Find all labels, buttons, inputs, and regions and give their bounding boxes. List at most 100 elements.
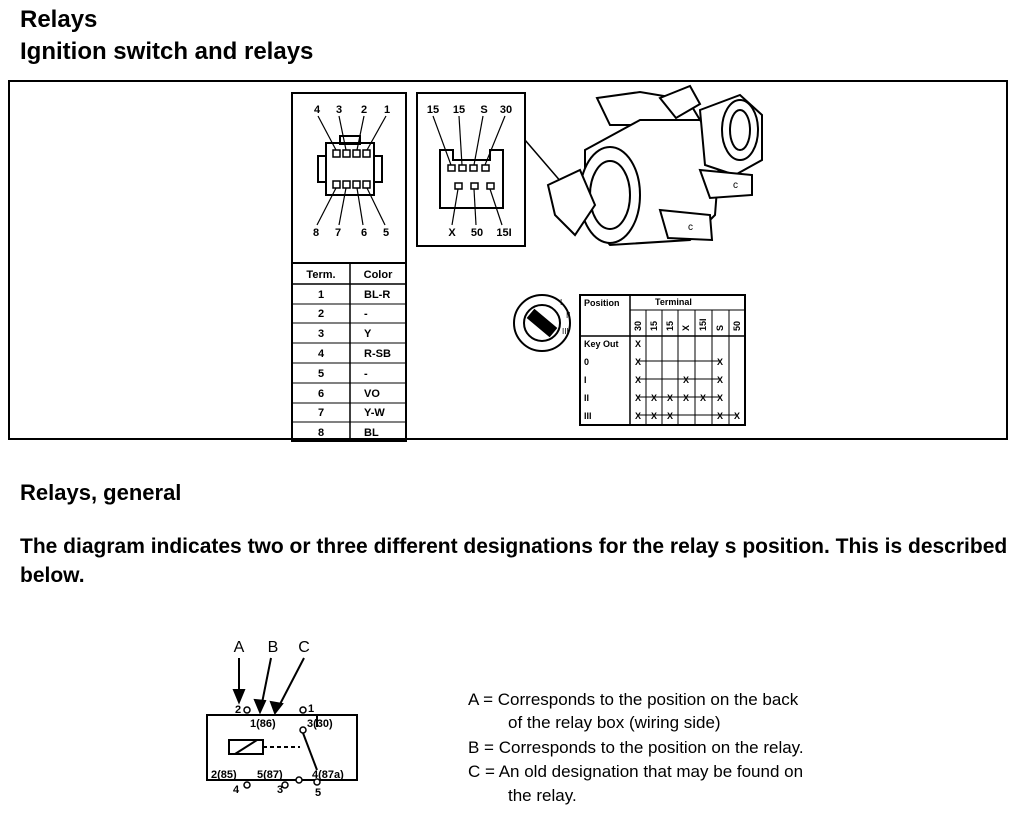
switch-pin-label: 15I (496, 227, 511, 239)
terminal-label: 2(85) (211, 769, 237, 781)
key-lock-icon: I II III (513, 294, 571, 352)
table-cell-color: Y (364, 328, 372, 340)
legend-c-line2: the relay. (508, 786, 577, 805)
svg-text:c: c (688, 222, 693, 233)
switch-pin-label: 15 (427, 104, 439, 116)
position-mark: X (635, 339, 641, 349)
position-mark: X (651, 393, 657, 403)
terminal-header: Terminal (655, 297, 692, 307)
table-cell-term: 4 (318, 348, 325, 360)
position-mark: X (734, 411, 740, 421)
terminal-color-table (291, 262, 407, 442)
position-mark: X (683, 393, 689, 403)
position-mark: X (717, 393, 723, 403)
pin-label: 7 (335, 227, 341, 239)
switch-connector-drawing: 15 15 S 30 X 50 15I (427, 104, 512, 239)
table-cell-color: R-SB (364, 348, 391, 360)
terminal-label: 5 (315, 787, 321, 799)
position-row-label: Key Out (584, 339, 619, 349)
position-mark: X (717, 411, 723, 421)
position-mark: X (667, 393, 673, 403)
terminal-column-label: X (681, 325, 691, 331)
pin-label: 6 (361, 227, 367, 239)
table-cell-color: - (364, 368, 368, 380)
legend-c-line1: C = An old designation that may be found… (468, 762, 804, 781)
switch-pin-label: S (480, 104, 487, 116)
position-header: Position (584, 298, 620, 308)
terminal-label: 3(30) (307, 718, 333, 730)
terminal-label: 4 (233, 784, 240, 796)
legend-a-line2: of the relay box (wiring side) (508, 713, 721, 732)
terminal-column-label: S (715, 325, 725, 331)
position-mark: X (700, 393, 706, 403)
pin-label: 3 (336, 104, 342, 116)
ignition-diagram: 4 3 2 1 8 7 6 5 (291, 84, 763, 442)
terminal-label: 2 (235, 704, 241, 716)
table-cell-color: VO (364, 388, 380, 400)
svg-text:III: III (562, 327, 569, 336)
table-cell-color: BL (364, 427, 379, 439)
intro-paragraph: The diagram indicates two or three diffe… (20, 535, 1008, 587)
position-mark: X (635, 393, 641, 403)
pin-label: 8 (313, 227, 319, 239)
position-row-label: 0 (584, 357, 589, 367)
table-cell-term: 8 (318, 427, 324, 439)
switch-pin-label: X (448, 227, 456, 239)
pin-label: 1 (384, 104, 390, 116)
page-subtitle: Ignition switch and relays (20, 38, 314, 65)
pointer-label-b: B (268, 639, 279, 656)
svg-text:c: c (733, 180, 738, 191)
position-mark: X (635, 357, 641, 367)
table-header: Term. (306, 269, 335, 281)
position-mark: X (667, 411, 673, 421)
switch-pin-label: 50 (471, 227, 483, 239)
terminal-column-label: 50 (732, 321, 742, 331)
terminal-column-label: 30 (633, 321, 643, 331)
svg-text:I: I (560, 298, 562, 307)
terminal-label: 3 (277, 784, 283, 796)
table-header: Color (364, 269, 393, 281)
ignition-diagram-frame (8, 80, 1008, 440)
svg-text:II: II (566, 311, 570, 320)
table-cell-color: - (364, 308, 368, 320)
position-row-label: III (584, 411, 592, 421)
switch-pin-label: 15 (453, 104, 465, 116)
position-mark: X (635, 411, 641, 421)
terminal-label: 5(87) (257, 769, 283, 781)
table-cell-term: 5 (318, 368, 324, 380)
pointer-label-a: A (234, 639, 245, 656)
pin-label: 2 (361, 104, 367, 116)
legend-a-line1: A = Corresponds to the position on the b… (468, 690, 799, 709)
position-mark: X (683, 375, 689, 385)
switch-pin-label: 30 (500, 104, 512, 116)
pin-label: 4 (314, 104, 321, 116)
terminal-label: 4(87a) (312, 769, 344, 781)
table-cell-term: 3 (318, 328, 324, 340)
key-position-table (579, 294, 746, 426)
table-cell-color: BL-R (364, 289, 390, 301)
section-heading: Relays, general (20, 480, 182, 505)
page-title: Relays (20, 6, 98, 33)
position-row-label: I (584, 375, 587, 385)
terminal-label: 1(86) (250, 718, 276, 730)
table-cell-term: 7 (318, 407, 324, 419)
position-mark: X (651, 411, 657, 421)
terminal-column-label: 15 (665, 321, 675, 331)
table-cell-term: 6 (318, 388, 324, 400)
terminal-column-label: 15I (698, 318, 708, 331)
table-cell-term: 2 (318, 308, 324, 320)
ignition-switch-illustration: c c (546, 84, 763, 247)
table-cell-term: 1 (318, 289, 324, 301)
terminal-column-label: 15 (649, 321, 659, 331)
terminal-label: 1 (308, 703, 314, 715)
table-cell-color: Y-W (364, 407, 385, 419)
pin-label: 5 (383, 227, 389, 239)
leader-line (524, 139, 563, 184)
legend-b-line1: B = Corresponds to the position on the r… (468, 738, 804, 757)
position-mark: X (635, 375, 641, 385)
relay-diagram: A B C 2 1(86) 1 3(30) 2(85) 5(87) 4(87a)… (206, 639, 358, 799)
connector-drawing: 4 3 2 1 8 7 6 5 (313, 104, 390, 239)
position-mark: X (717, 357, 723, 367)
position-row-label: II (584, 393, 589, 403)
position-mark: X (717, 375, 723, 385)
